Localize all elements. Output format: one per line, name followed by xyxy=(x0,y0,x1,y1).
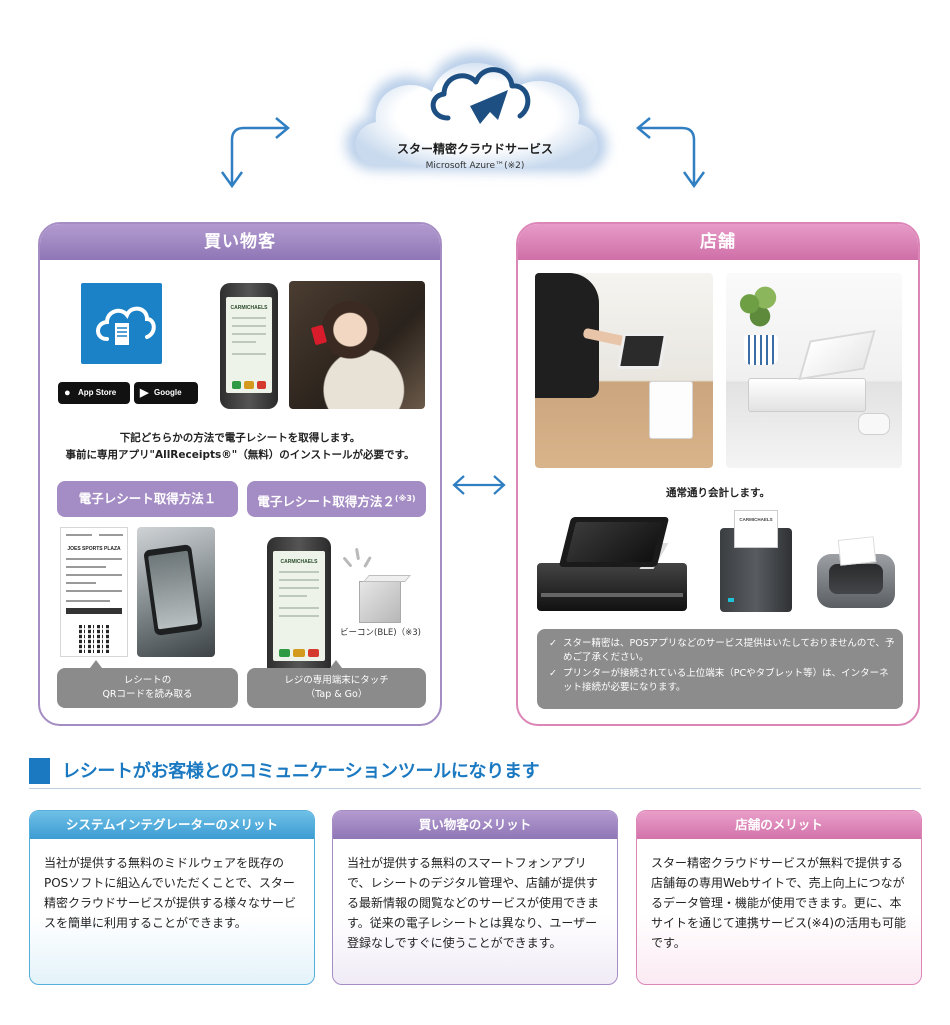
cloud-title: スター精密クラウドサービス xyxy=(396,142,553,156)
caption-pointer xyxy=(330,660,342,668)
mobile-printer-image xyxy=(813,536,899,610)
store-merit-title: 店舗のメリット xyxy=(637,811,921,839)
cloud-star-icon xyxy=(430,67,531,121)
pos-desk-photo xyxy=(726,273,902,468)
method-1-label: 電子レシート取得方法１ xyxy=(57,481,238,517)
phone-brand-text: CARMICHAELS xyxy=(230,305,268,311)
cashier-counter-photo xyxy=(535,273,713,468)
method-2-note: (※3) xyxy=(394,494,416,503)
smartphone-tap-image: CARMICHAELS xyxy=(267,537,331,677)
shopper-merit-body: 当社が提供する無料のスマートフォンアプリで、レシートのデジタル管理や、店舗が提供… xyxy=(347,856,600,950)
section-title: レシートがお客様とのコミュニケーションツールになります xyxy=(62,761,540,782)
printer-brand-text: CARMICHAELS xyxy=(739,517,773,522)
bidirectional-arrow-icon xyxy=(220,117,290,189)
receipt-image: JOES SPORTS PLAZA xyxy=(60,527,128,657)
receipt-printer-image: CARMICHAELS xyxy=(716,508,796,612)
woman-with-phone-photo xyxy=(289,281,425,409)
phone-scanning-photo xyxy=(137,527,215,657)
note-item: ✓ プリンターが接続されている上位端末（PCやタブレット等）は、インターネット接… xyxy=(549,668,889,693)
shopper-panel-title: 買い物客 xyxy=(40,224,440,260)
method-2-caption: レジの専用端末にタッチ （Tap & Go） xyxy=(247,668,426,708)
note-item: ✓ スター精密は、POSアプリなどのサービス提供はいたしておりませんので、予めご… xyxy=(549,638,895,663)
app-store-badge[interactable]: ● App Store xyxy=(58,382,130,404)
store-description: 通常通り会計します。 xyxy=(666,487,770,499)
store-notes: ✓ スター精密は、POSアプリなどのサービス提供はいたしておりませんので、予めご… xyxy=(537,629,903,709)
shopper-merit-title: 買い物客のメリット xyxy=(333,811,617,839)
system-integrator-merit-box: システムインテグレーターのメリット 当社が提供する無料のミドルウェアを既存のPO… xyxy=(29,810,315,985)
double-arrow-icon xyxy=(452,475,506,495)
receipt-store-name: JOES SPORTS PLAZA xyxy=(67,546,121,552)
mpop-pos-device-image xyxy=(537,513,687,613)
smartphone-image: CARMICHAELS xyxy=(220,283,278,409)
play-icon: ▶ xyxy=(140,387,149,399)
store-panel-title: 店舗 xyxy=(518,224,918,260)
store-merit-box: 店舗のメリット スター精密クラウドサービスが無料で提供する店舗毎の専用Webサイ… xyxy=(636,810,922,985)
app-store-label: App Store xyxy=(78,388,117,397)
beacon-label: ビーコン(BLE)（※3) xyxy=(340,628,421,638)
caption-pointer xyxy=(90,660,102,668)
beacon-device-image xyxy=(359,575,411,623)
section-divider xyxy=(29,788,921,789)
shopper-description-line2: 事前に専用アプリ"AllReceipts®"（無料）のインストールが必要です。 xyxy=(65,449,415,461)
google-play-badge[interactable]: ▶ Google play xyxy=(134,382,198,419)
google-play-label: Google play xyxy=(154,388,182,419)
method-1-caption: レシートの QRコードを読み取る xyxy=(57,668,238,708)
system-integrator-merit-body: 当社が提供する無料のミドルウェアを既存のPOSソフトに組込んでいただくことで、ス… xyxy=(44,856,297,930)
check-icon: ✓ xyxy=(549,668,557,679)
method-2-label: 電子レシート取得方法２(※3) xyxy=(247,481,426,517)
system-integrator-merit-title: システムインテグレーターのメリット xyxy=(30,811,314,839)
store-merit-body: スター精密クラウドサービスが無料で提供する店舗毎の専用Webサイトで、売上向上に… xyxy=(651,856,907,950)
bidirectional-arrow-icon xyxy=(636,117,706,189)
cloud-subtitle: Microsoft Azure™(※2) xyxy=(425,161,525,171)
shopper-description-line1: 下記どちらかの方法で電子レシートを取得します。 xyxy=(119,432,361,444)
app-icon[interactable] xyxy=(81,283,162,364)
apple-icon: ● xyxy=(64,387,71,399)
phone-brand-text: CARMICHAELS xyxy=(280,559,318,565)
cloud-receipt-icon xyxy=(96,306,156,345)
cloud-service-graphic xyxy=(346,52,607,172)
shopper-merit-box: 買い物客のメリット 当社が提供する無料のスマートフォンアプリで、レシートのデジタ… xyxy=(332,810,618,985)
section-marker xyxy=(29,758,50,784)
check-icon: ✓ xyxy=(549,638,557,649)
